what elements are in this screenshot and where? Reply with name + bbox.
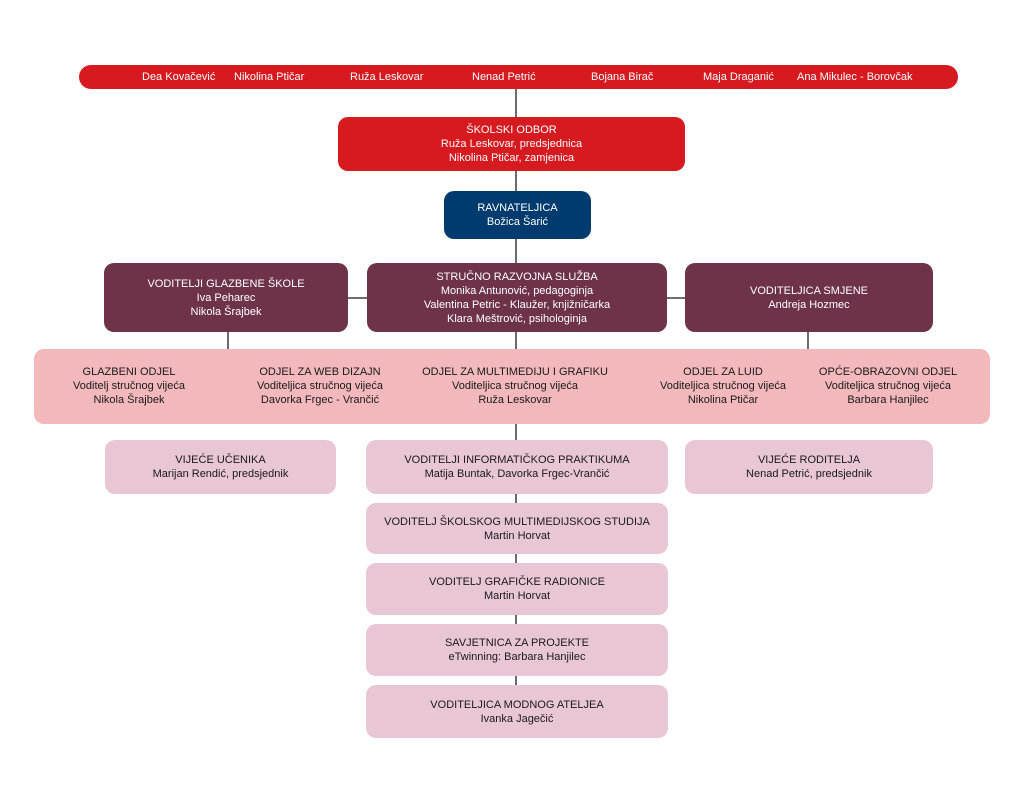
connector-service-departments bbox=[515, 332, 517, 349]
student-council-president: Marijan Rendić, predsjednik bbox=[152, 468, 289, 480]
department-title: ODJEL ZA LUID bbox=[683, 366, 763, 378]
professional-service-member: Monika Antunović, pedagoginja bbox=[440, 284, 594, 297]
role-box: SAVJETNICA ZA PROJEKTE eTwinning: Barbar… bbox=[366, 624, 668, 676]
school-board-line: Ruža Leskovar, predsjednica bbox=[440, 138, 583, 150]
department-head: Ruža Leskovar bbox=[478, 394, 552, 406]
department-role: Voditeljica stručnog vijeća bbox=[257, 380, 383, 392]
department-role: Voditeljica stručnog vijeća bbox=[825, 380, 951, 392]
department: ODJEL ZA MULTIMEDIJU I GRAFIKU Voditelji… bbox=[415, 365, 615, 407]
department: ODJEL ZA LUID Voditeljica stručnog vijeć… bbox=[633, 365, 813, 407]
role-holder: eTwinning: Barbara Hanjilec bbox=[448, 651, 586, 663]
shift-lead-name: Andreja Hozmec bbox=[768, 298, 850, 311]
department-head: Nikolina Ptičar bbox=[687, 394, 759, 406]
professional-service-box: STRUČNO RAZVOJNA SLUŽBA Monika Antunović… bbox=[367, 263, 667, 332]
role-box: VODITELJICA MODNOG ATELJEA Ivanka Jageči… bbox=[366, 685, 668, 738]
department-head: Nikola Šrajbek bbox=[93, 394, 165, 406]
department-role: Voditelj stručnog vijeća bbox=[73, 380, 185, 392]
board-member: Dea Kovačević bbox=[142, 71, 216, 83]
departments-band: GLAZBENI ODJEL Voditelj stručnog vijeća … bbox=[34, 349, 990, 424]
role-title: SAVJETNICA ZA PROJEKTE bbox=[444, 637, 590, 649]
board-member: Nikolina Ptičar bbox=[234, 71, 305, 83]
board-member: Bojana Birač bbox=[591, 71, 654, 83]
connector-departments-roles bbox=[515, 424, 517, 440]
department-role: Voditeljica stručnog vijeća bbox=[660, 380, 786, 392]
student-council-box: VIJEĆE UČENIKA Marijan Rendić, predsjedn… bbox=[105, 440, 336, 494]
department-title: ODJEL ZA MULTIMEDIJU I GRAFIKU bbox=[422, 366, 608, 378]
principal-name: Božica Šarić bbox=[486, 216, 549, 228]
connector-roles-1 bbox=[515, 494, 517, 503]
board-member: Ruža Leskovar bbox=[350, 71, 424, 83]
connector-music-departments bbox=[227, 332, 229, 349]
connector-principal-service bbox=[515, 239, 517, 263]
connector-board-principal bbox=[515, 171, 517, 191]
connector-service-shift bbox=[667, 297, 686, 299]
professional-service-member: Klara Meštrović, psihologinja bbox=[446, 312, 587, 325]
role-holder: Ivanka Jagečić bbox=[480, 712, 554, 725]
role-holder: Martin Horvat bbox=[483, 529, 551, 542]
department-title: GLAZBENI ODJEL bbox=[82, 366, 176, 378]
principal-title: RAVNATELJICA bbox=[477, 202, 558, 214]
department: GLAZBENI ODJEL Voditelj stručnog vijeća … bbox=[39, 365, 219, 407]
connector-music-service bbox=[348, 297, 367, 299]
music-school-leads-title: VODITELJI GLAZBENE ŠKOLE bbox=[147, 277, 305, 290]
connector-roles-4 bbox=[515, 676, 517, 685]
music-school-lead: Iva Peharec bbox=[196, 291, 256, 304]
principal-box: RAVNATELJICA Božica Šarić bbox=[444, 191, 591, 239]
role-holder: Matija Buntak, Davorka Frgec-Vrančić bbox=[424, 468, 610, 480]
role-holder: Martin Horvat bbox=[483, 590, 551, 602]
department-title: ODJEL ZA WEB DIZAJN bbox=[259, 366, 381, 378]
department-head: Davorka Frgec - Vrančić bbox=[260, 394, 380, 406]
professional-service-member: Valentina Petric - Klaužer, knjižničarka bbox=[423, 298, 611, 311]
parent-council-president: Nenad Petrić, predsjednik bbox=[746, 468, 872, 480]
connector-shift-departments bbox=[807, 332, 809, 349]
department: OPĆE-OBRAZOVNI ODJEL Voditeljica stručno… bbox=[798, 365, 978, 407]
connector-members-board bbox=[515, 89, 517, 117]
department-role: Voditeljica stručnog vijeća bbox=[452, 380, 578, 392]
school-board-line: Nikolina Ptičar, zamjenica bbox=[448, 152, 575, 164]
role-title: VODITELJ GRAFIČKE RADIONICE bbox=[428, 576, 606, 588]
role-title: VODITELJICA MODNOG ATELJEA bbox=[430, 698, 604, 711]
board-member: Nenad Petrić bbox=[472, 71, 536, 83]
role-title: VODITELJ ŠKOLSKOG MULTIMEDIJSKOG STUDIJA bbox=[384, 515, 650, 528]
role-title: VODITELJI INFORMATIČKOG PRAKTIKUMA bbox=[404, 454, 630, 466]
connector-roles-2 bbox=[515, 554, 517, 563]
parent-council-box: VIJEĆE RODITELJA Nenad Petrić, predsjedn… bbox=[685, 440, 933, 494]
music-school-lead: Nikola Šrajbek bbox=[190, 305, 262, 318]
department: ODJEL ZA WEB DIZAJN Voditeljica stručnog… bbox=[230, 365, 410, 407]
board-member: Maja Draganić bbox=[703, 71, 774, 83]
board-members-bar: Dea Kovačević Nikolina Ptičar Ruža Lesko… bbox=[79, 65, 958, 89]
parent-council-title: VIJEĆE RODITELJA bbox=[757, 454, 861, 466]
board-member: Ana Mikulec - Borovčak bbox=[797, 71, 913, 83]
music-school-leads-box: VODITELJI GLAZBENE ŠKOLE Iva Peharec Nik… bbox=[104, 263, 348, 332]
professional-service-title: STRUČNO RAZVOJNA SLUŽBA bbox=[436, 270, 598, 283]
school-board-title: ŠKOLSKI ODBOR bbox=[466, 124, 557, 136]
department-head: Barbara Hanjilec bbox=[847, 394, 929, 406]
department-title: OPĆE-OBRAZOVNI ODJEL bbox=[818, 366, 958, 378]
role-box: VODITELJ GRAFIČKE RADIONICE Martin Horva… bbox=[366, 563, 668, 615]
role-box: VODITELJI INFORMATIČKOG PRAKTIKUMA Matij… bbox=[366, 440, 668, 494]
role-box: VODITELJ ŠKOLSKOG MULTIMEDIJSKOG STUDIJA… bbox=[366, 503, 668, 554]
connector-roles-3 bbox=[515, 615, 517, 624]
shift-lead-title: VODITELJICA SMJENE bbox=[750, 284, 868, 297]
student-council-title: VIJEĆE UČENIKA bbox=[175, 454, 266, 466]
school-board-box: ŠKOLSKI ODBOR Ruža Leskovar, predsjednic… bbox=[338, 117, 685, 171]
shift-lead-box: VODITELJICA SMJENE Andreja Hozmec bbox=[685, 263, 933, 332]
